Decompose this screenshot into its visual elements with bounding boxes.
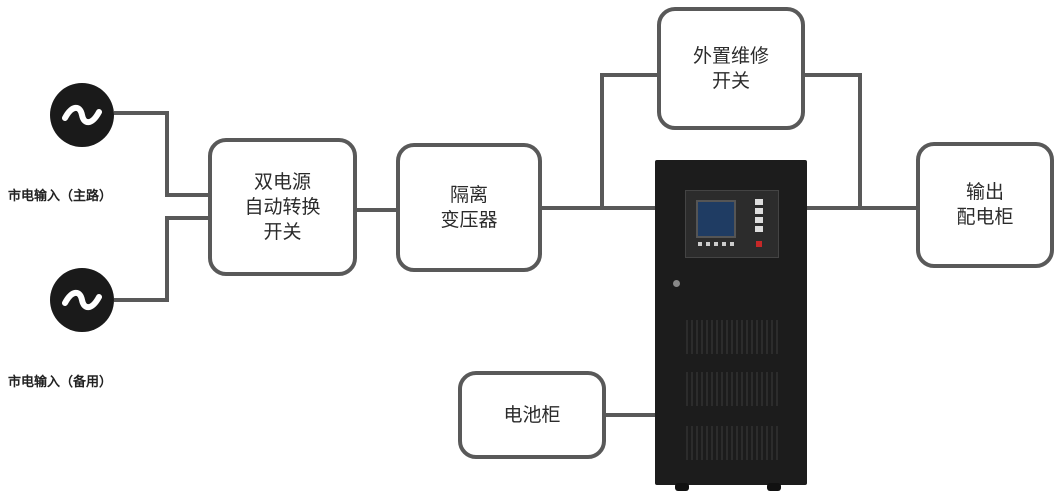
ups-cabinet-image [655,160,807,491]
ups-control-panel [685,190,779,258]
ats-switch-box: 双电源 自动转换 开关 [208,138,357,276]
ups-wheel [767,483,781,491]
isolation-transformer-box: 隔离 变压器 [396,143,542,272]
ups-door-lock [673,280,680,287]
battery-cabinet-box: 电池柜 [458,371,606,459]
ac-source-backup-icon [50,268,114,332]
ups-lcd-screen [696,200,736,238]
line-to-bypass [600,73,659,208]
ups-vent [683,320,779,354]
line-main-to-ats [114,111,210,197]
ac-source-main-icon [50,83,114,147]
ups-vent [683,426,779,460]
ups-vent [683,372,779,406]
ups-wheel [675,483,689,491]
source-label-backup: 市电输入（备用） [8,375,113,390]
source-label-main: 市电输入（主路） [8,189,113,204]
ups-emergency-button [756,241,762,247]
line-bypass-to-output [805,73,862,208]
bypass-switch-box: 外置维修 开关 [657,7,805,130]
output-cabinet-box: 输出 配电柜 [916,142,1054,268]
line-backup-to-ats [114,216,210,302]
